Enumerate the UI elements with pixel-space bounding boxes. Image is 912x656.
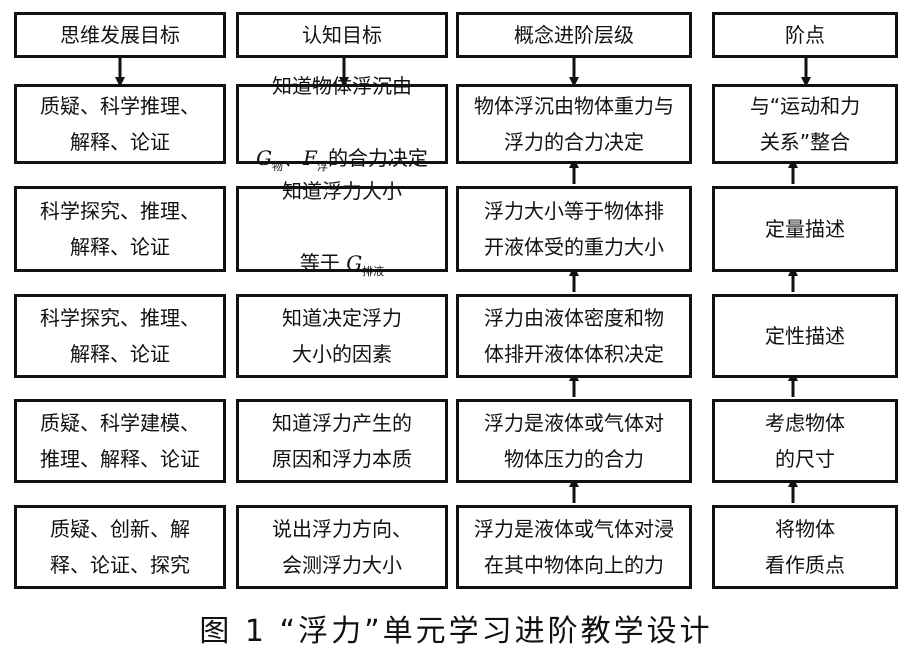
step-point-row-3: 定性描述	[712, 294, 898, 378]
cognitive-goal-row-1-tail: 的合力决定	[327, 146, 428, 170]
symbol-g-displaced: G	[346, 251, 363, 275]
concept-level-row-4: 浮力是液体或气体对 物体压力的合力	[456, 399, 692, 483]
cognitive-goal-row-2-line2: 等于 G排液	[282, 245, 402, 285]
step-point-row-2: 定量描述	[712, 186, 898, 272]
cognitive-goal-row-4: 知道浮力产生的 原因和浮力本质	[236, 399, 448, 483]
symbol-g-displaced-subscript: 排液	[362, 265, 385, 278]
cognitive-goal-row-2: 知道浮力大小 等于 G排液	[236, 179, 448, 278]
separator: 、	[283, 146, 304, 170]
concept-level-row-1: 物体浮沉由物体重力与 浮力的合力决定	[456, 84, 692, 164]
cognitive-goal-row-1-line2: G物、F浮的合力决定	[256, 140, 428, 180]
header-concept-level: 概念进阶层级	[456, 12, 692, 58]
step-point-row-4: 考虑物体 的尺寸	[712, 399, 898, 483]
thinking-goal-row-2: 科学探究、推理、 解释、论证	[14, 186, 226, 272]
cognitive-goal-row-5: 说出浮力方向、 会测浮力大小	[236, 505, 448, 589]
thinking-goal-row-3: 科学探究、推理、 解释、论证	[14, 294, 226, 378]
symbol-f-subscript: 浮	[316, 160, 328, 173]
cognitive-goal-row-1-line1: 知道物体浮沉由	[272, 74, 412, 98]
thinking-goal-row-1: 质疑、科学推理、 解释、论证	[14, 84, 226, 164]
step-point-row-1: 与“运动和力 关系”整合	[712, 84, 898, 164]
cognitive-goal-row-1-text: 知道物体浮沉由 G物、F浮的合力决定	[256, 32, 428, 216]
concept-level-row-2: 浮力大小等于物体排 开液体受的重力大小	[456, 186, 692, 272]
header-thinking-goal: 思维发展目标	[14, 12, 226, 58]
figure-caption: 图 1 “浮力”单元学习进阶教学设计	[199, 614, 713, 649]
step-point-row-5: 将物体 看作质点	[712, 505, 898, 589]
cognitive-goal-row-3: 知道决定浮力 大小的因素	[236, 294, 448, 378]
cognitive-goal-row-2-line1: 知道浮力大小	[282, 179, 402, 203]
cognitive-goal-row-1: 知道物体浮沉由 G物、F浮的合力决定	[236, 74, 448, 173]
cognitive-goal-row-2-text: 知道浮力大小 等于 G排液	[282, 137, 402, 321]
symbol-g-subscript: 物	[272, 160, 284, 173]
header-cognitive-goal: 认知目标	[236, 12, 448, 58]
concept-level-row-3: 浮力由液体密度和物 体排开液体体积决定	[456, 294, 692, 378]
thinking-goal-row-4: 质疑、科学建模、 推理、解释、论证	[14, 399, 226, 483]
header-step-point: 阶点	[712, 12, 898, 58]
cognitive-goal-row-2-pre: 等于	[299, 251, 347, 275]
concept-level-row-5: 浮力是液体或气体对浸 在其中物体向上的力	[456, 505, 692, 589]
thinking-goal-row-5: 质疑、创新、解 释、论证、探究	[14, 505, 226, 589]
symbol-f: F	[303, 146, 317, 170]
symbol-g: G	[256, 146, 273, 170]
